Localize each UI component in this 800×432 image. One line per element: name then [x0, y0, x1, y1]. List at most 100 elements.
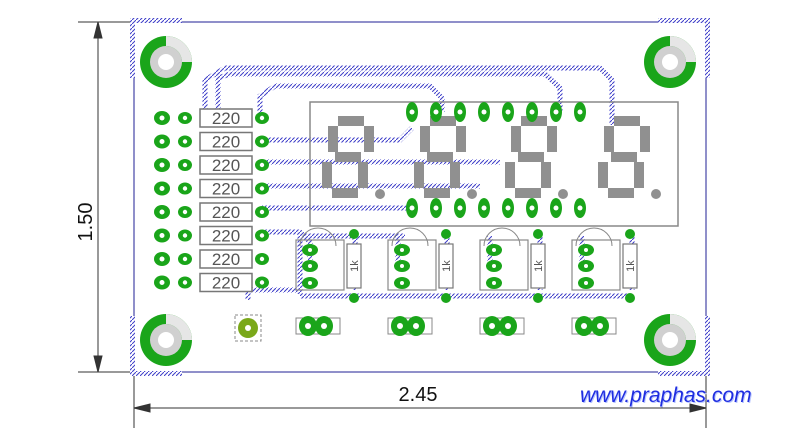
- display-outline: [309, 101, 679, 227]
- width-dimension-label: 2.45: [399, 384, 438, 406]
- base-resistor: [622, 243, 638, 289]
- resistor-body: [199, 225, 253, 246]
- bottom-connectors: [295, 316, 617, 336]
- base-resistor-label: 1k: [349, 260, 361, 272]
- segment: [505, 162, 515, 188]
- decimal-point: [651, 189, 661, 199]
- segment: [456, 126, 466, 152]
- resistor-label: 220: [212, 156, 240, 175]
- decimal-point: [375, 189, 385, 199]
- segment: [358, 162, 368, 188]
- display-pin: [454, 198, 466, 218]
- display-pin: [454, 102, 466, 122]
- segment: [634, 162, 644, 188]
- decimal-point: [558, 189, 568, 199]
- test-pad: [234, 314, 262, 342]
- resistor: 220: [154, 225, 269, 246]
- resistor: 220: [154, 202, 269, 222]
- segment: [430, 116, 456, 126]
- display-pin: [526, 102, 538, 122]
- segment: [640, 126, 650, 152]
- board-outline: [133, 21, 707, 373]
- display-pin: [574, 198, 586, 218]
- display-pins: [406, 102, 586, 218]
- resistor: 220: [154, 131, 269, 152]
- resistor-array: 220 220 220 220 220 220 220 220: [154, 108, 269, 293]
- resistor-label: 220: [212, 250, 240, 269]
- base-resistor-label: 1k: [441, 260, 453, 272]
- segment: [598, 162, 608, 188]
- segment: [608, 188, 634, 198]
- display-pin: [526, 198, 538, 218]
- resistor: 220: [154, 155, 269, 175]
- segment: [511, 126, 521, 152]
- display-pin: [550, 102, 562, 122]
- resistor-body: [199, 155, 253, 175]
- resistor-label: 220: [212, 203, 240, 222]
- segment: [424, 188, 450, 198]
- base-resistor: [438, 243, 454, 289]
- resistor-label: 220: [212, 274, 240, 293]
- resistor-body: [199, 202, 253, 222]
- transistor: 1k: [295, 227, 362, 303]
- resistor: 220: [154, 272, 269, 293]
- segment: [515, 188, 541, 198]
- resistor-label: 220: [212, 180, 240, 199]
- segment: [414, 162, 424, 188]
- decimal-point: [467, 189, 477, 199]
- board-corner-marks: [130, 18, 710, 376]
- segment: [547, 126, 557, 152]
- segment: [328, 126, 338, 152]
- base-resistor-label: 1k: [625, 260, 637, 272]
- segment: [338, 116, 364, 126]
- segment: [332, 188, 358, 198]
- mounting-holes: [140, 36, 696, 366]
- resistor-label: 220: [212, 133, 240, 152]
- website-link[interactable]: www.praphas.com: [580, 384, 752, 407]
- display-pin: [406, 198, 418, 218]
- digit: [414, 116, 477, 199]
- resistor-label: 220: [212, 227, 240, 246]
- display-pin: [502, 102, 514, 122]
- resistor: 220: [154, 178, 269, 199]
- resistor-label: 220: [212, 109, 240, 128]
- resistor-body: [199, 272, 253, 293]
- segment: [335, 152, 361, 162]
- transistor-array: 1k 1k 1k 1k: [295, 227, 638, 303]
- display-pin: [406, 102, 418, 122]
- resistor-body: [199, 178, 253, 199]
- display-pin: [574, 102, 586, 122]
- transistor: 1k: [387, 227, 454, 303]
- transistor: 1k: [571, 227, 638, 303]
- segment: [427, 152, 453, 162]
- base-resistor-label: 1k: [533, 260, 545, 272]
- segment: [518, 152, 544, 162]
- height-dimension-label: 1.50: [75, 203, 97, 242]
- display-pin: [502, 198, 514, 218]
- transistor: 1k: [479, 227, 546, 303]
- display-pin: [430, 102, 442, 122]
- segment: [541, 162, 551, 188]
- segment: [604, 126, 614, 152]
- resistor-body: [199, 108, 253, 128]
- display-pin: [430, 198, 442, 218]
- resistor: 220: [154, 249, 269, 269]
- display-pin: [478, 102, 490, 122]
- digit: [598, 116, 661, 199]
- base-resistor: [530, 243, 546, 289]
- resistor-body: [199, 249, 253, 269]
- segment: [450, 162, 460, 188]
- base-resistor: [346, 243, 362, 289]
- height-dimension: [78, 21, 138, 373]
- segment: [364, 126, 374, 152]
- segment: [611, 152, 637, 162]
- segment: [322, 162, 332, 188]
- resistor: 220: [154, 108, 269, 128]
- segment: [614, 116, 640, 126]
- display-pin: [550, 198, 562, 218]
- display-pin: [478, 198, 490, 218]
- digit: [322, 116, 385, 199]
- digit: [505, 116, 568, 199]
- segment: [420, 126, 430, 152]
